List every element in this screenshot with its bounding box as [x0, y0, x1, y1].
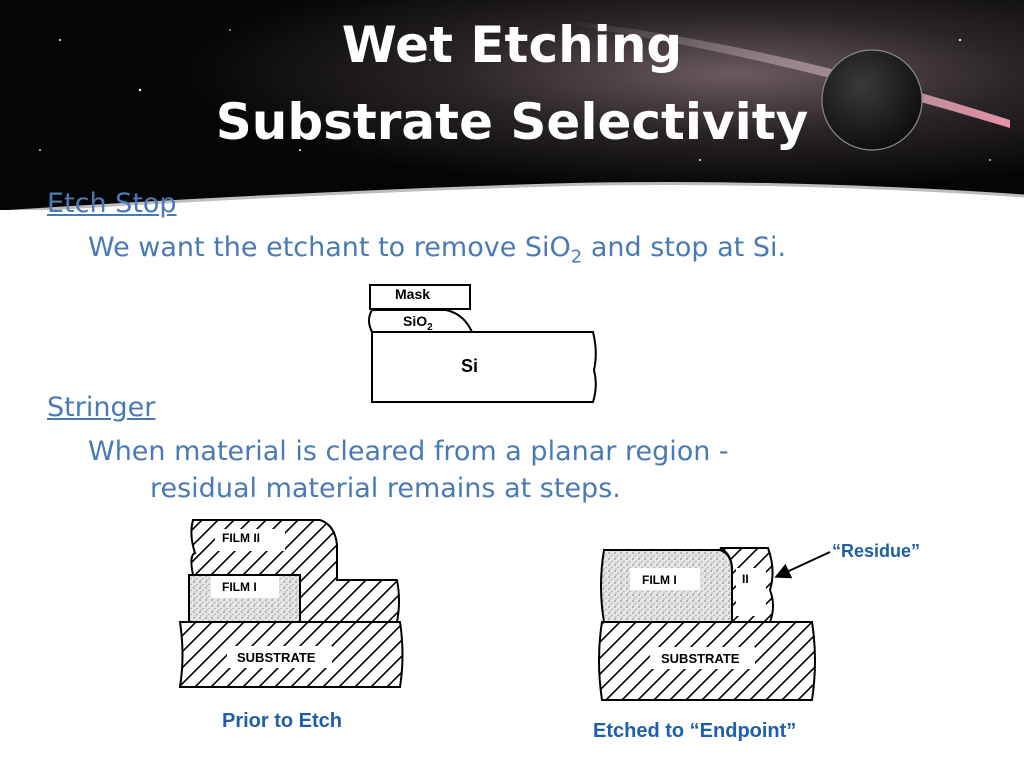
residue-arrow	[774, 551, 831, 579]
residue-short-label: II	[742, 572, 749, 586]
etch-stop-text: We want the etchant to remove SiO2 and s…	[88, 232, 787, 268]
prior-to-etch-caption: Prior to Etch	[222, 710, 343, 732]
si-label: Si	[461, 356, 479, 376]
planet-graphic	[821, 49, 923, 151]
substrate-label: SUBSTRATE	[237, 650, 316, 665]
stars	[39, 29, 991, 161]
film-ii-label: FILM II	[222, 531, 260, 545]
title-line-1: Wet Etching	[341, 16, 683, 74]
si-layer	[371, 331, 597, 403]
stringer-text-line-2: residual material remains at steps.	[150, 473, 621, 504]
stringer-text-line-1: When material is cleared from a planar r…	[88, 436, 729, 467]
etched-to-endpoint-caption: Etched to “Endpoint”	[593, 720, 797, 742]
etch-stop-diagram	[368, 284, 597, 403]
residue-annotation: “Residue”	[832, 541, 921, 561]
etch-stop-heading: Etch Stop	[47, 188, 177, 219]
mask-layer	[369, 284, 471, 310]
header-banner	[0, 0, 1024, 210]
sio2-label: SiO2	[403, 313, 433, 333]
stringer-heading: Stringer	[47, 392, 156, 423]
film-i-label: FILM I	[222, 580, 257, 594]
prior-to-etch-diagram	[178, 519, 404, 688]
etched-to-endpoint-diagram	[598, 547, 816, 701]
comet-streak	[560, 20, 1010, 128]
title-line-2: Substrate Selectivity	[215, 93, 809, 151]
substrate-label-endpoint: SUBSTRATE	[661, 651, 740, 666]
mask-label: Mask	[395, 286, 431, 302]
film-i-label-endpoint: FILM I	[642, 573, 677, 587]
